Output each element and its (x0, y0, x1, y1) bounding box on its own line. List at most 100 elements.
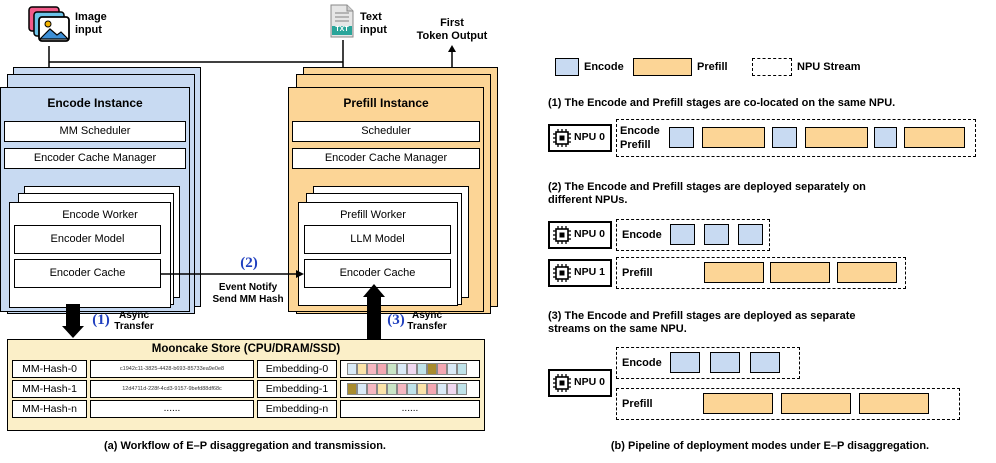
store-embedding-cell (257, 400, 337, 418)
prefill-cache-manager-label: Encoder Cache Manager (324, 152, 448, 164)
llm-model-box (304, 225, 451, 254)
transfer-arrows (62, 270, 385, 339)
legend-stream-label: NPU Stream (797, 61, 861, 73)
legend-prefill-label: Prefill (697, 61, 728, 73)
mode-2-prefill-label: Prefill (622, 267, 653, 279)
store-hash: c1942c11-3825-4428-b693-85733ea9e0e8 (119, 366, 225, 372)
encode-segment (710, 352, 740, 373)
text-input-label: Text input (360, 11, 387, 36)
prefill-cache-label: Encoder Cache (339, 267, 416, 279)
store-hash: ...... (163, 403, 181, 414)
store-embedding: Embedding-n (265, 403, 329, 415)
prefill-segment (904, 127, 965, 148)
encode-cache-label: Encoder Cache (49, 267, 126, 279)
first-token-output-label: First Token Output (416, 17, 488, 42)
step-3-label: Async Transfer (407, 310, 447, 332)
chip-icon (552, 263, 572, 283)
encode-segment (670, 224, 695, 245)
embedding-cell (407, 383, 417, 395)
npu-label: NPU 0 (574, 376, 605, 388)
embedding-cell (417, 383, 427, 395)
embedding-cell (387, 383, 397, 395)
text-file-icon (329, 4, 355, 38)
mode-1-description: (1) The Encode and Prefill stages are co… (548, 97, 896, 109)
llm-model-label: LLM Model (350, 233, 405, 245)
encode-segment (750, 352, 780, 373)
store-vector-cell (340, 400, 480, 418)
encode-instance-title: Encode Instance (47, 96, 143, 110)
prefill-segment (704, 262, 764, 283)
embedding-cell (397, 383, 407, 395)
prefill-segment (859, 393, 929, 414)
embedding-cell (437, 383, 447, 395)
store-embedding-cell (257, 360, 337, 378)
encode-worker (9, 202, 171, 308)
npu-label: NPU 0 (574, 131, 605, 143)
encode-segment (772, 127, 797, 148)
chip-icon (552, 225, 572, 245)
encoder-model-label: Encoder Model (50, 233, 125, 245)
embedding-cell (397, 363, 407, 375)
store-hash: 12d4711d-228f-4cd3-9157-9befd88df68c (122, 386, 222, 392)
step-2-number: (2) (240, 255, 258, 271)
embedding-cell (387, 363, 397, 375)
store-key: MM-Hash-0 (22, 363, 77, 375)
encode-segment (874, 127, 897, 148)
mode-3-description: (3) The Encode and Prefill stages are de… (548, 310, 856, 335)
embedding-cell (457, 383, 467, 395)
npu-chip-box (548, 259, 612, 287)
chip-icon (552, 128, 572, 148)
prefill-segment (837, 262, 897, 283)
encoder-model-box (14, 225, 161, 254)
mode-2-description: (2) The Encode and Prefill stages are de… (548, 181, 866, 206)
mode-2-encode-stream (616, 219, 770, 251)
store-vector-ellipsis: ...... (401, 403, 419, 414)
prefill-cache-manager-box (292, 148, 480, 169)
store-hash-cell (90, 360, 254, 378)
prefill-worker-label: Prefill Worker (340, 209, 406, 221)
prefill-segment (703, 393, 773, 414)
npu-chip-box (548, 221, 612, 249)
embedding-cell (357, 383, 367, 395)
store-key-cell (12, 380, 87, 398)
store-embedding-cell (257, 380, 337, 398)
legend-encode-label: Encode (584, 61, 624, 73)
encoder-cache-manager-box (4, 148, 186, 169)
mode-2-prefill-stream (616, 257, 906, 289)
scheduler-label: Scheduler (361, 125, 411, 137)
mode-3-prefill-label: Prefill (622, 398, 653, 410)
store-hash-cell (90, 380, 254, 398)
mm-scheduler-box (4, 121, 186, 142)
mode-3-encode-stream (616, 347, 800, 379)
embedding-cell (377, 383, 387, 395)
image-icon (27, 5, 73, 45)
embedding-cell (367, 383, 377, 395)
encode-cache-box (14, 259, 161, 288)
store-key: MM-Hash-n (22, 403, 77, 415)
caption-a: (a) Workflow of E–P disaggregation and t… (104, 440, 386, 452)
embedding-cell (347, 363, 357, 375)
legend-prefill-swatch (633, 58, 692, 76)
encode-segment (670, 352, 700, 373)
step-2-label: Event Notify Send MM Hash (212, 282, 284, 305)
chip-icon (552, 373, 572, 393)
prefill-segment (781, 393, 851, 414)
encode-worker-label: Encode Worker (62, 209, 138, 221)
encode-segment (669, 127, 694, 148)
step-1-number: (1) (92, 312, 110, 328)
embedding-cell (457, 363, 467, 375)
mode-3-encode-label: Encode (622, 357, 662, 369)
embedding-cell (447, 383, 457, 395)
store-key-cell (12, 360, 87, 378)
prefill-segment (805, 127, 868, 148)
npu-chip-box (548, 369, 612, 397)
mode-2-encode-label: Encode (622, 229, 662, 241)
image-input-label: Image input (75, 11, 107, 36)
npu-label: NPU 0 (574, 228, 605, 240)
prefill-segment (702, 127, 765, 148)
legend-encode-swatch (555, 58, 579, 76)
prefill-segment (770, 262, 830, 283)
mooncake-store-title: Mooncake Store (CPU/DRAM/SSD) (151, 343, 341, 355)
embedding-cell (427, 383, 437, 395)
embedding-cell (357, 363, 367, 375)
